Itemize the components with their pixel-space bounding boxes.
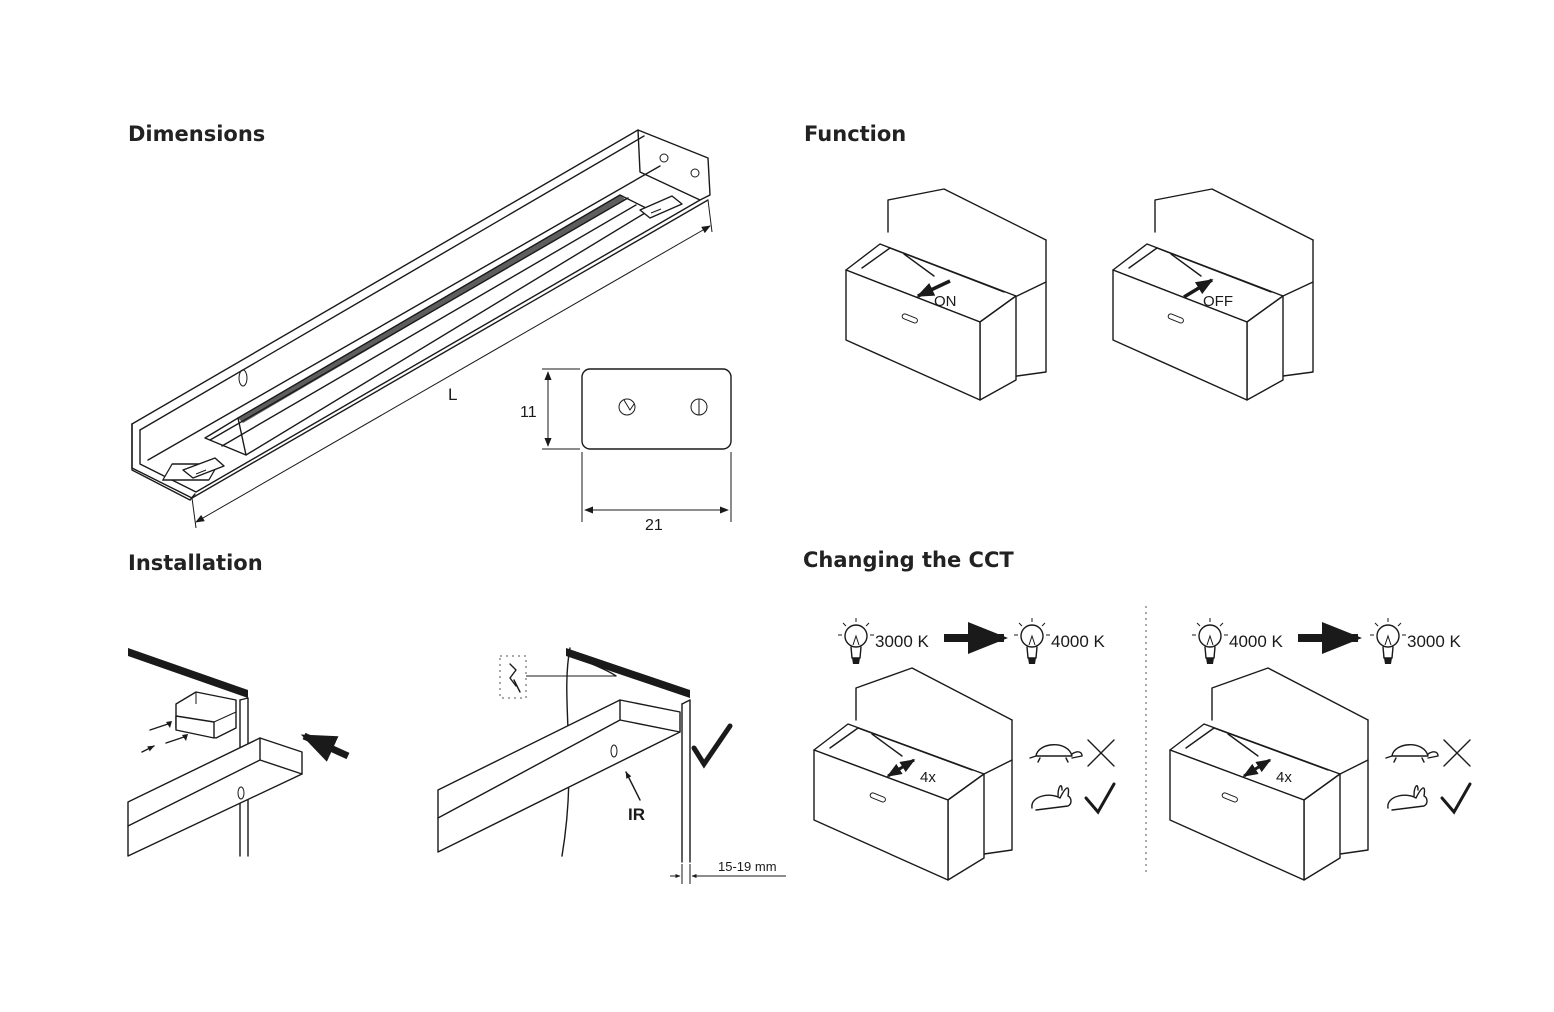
cross-section-profile <box>581 368 732 450</box>
drawer-on-illustration: ON <box>845 188 1047 401</box>
cct-right-count-label: 4x <box>1276 769 1292 786</box>
section-title-installation: Installation <box>128 551 263 575</box>
turtle-icon <box>1385 744 1439 763</box>
check-icon <box>1084 782 1116 815</box>
bulb-icon <box>1192 618 1228 664</box>
cct-left-from-label: 3000 K <box>875 632 930 651</box>
turtle-icon <box>1029 744 1083 763</box>
cross-icon <box>1443 739 1471 767</box>
drawer-cct-left-illustration: 4x <box>813 667 1013 881</box>
drawer-cct-right-illustration: 4x <box>1169 667 1369 881</box>
section-title-dimensions: Dimensions <box>128 122 266 146</box>
section-title-function: Function <box>804 122 907 146</box>
on-label: ON <box>934 293 957 310</box>
cct-left-count-label: 4x <box>920 769 936 786</box>
panel-thickness-label: 15-19 mm <box>718 859 777 874</box>
cross-icon <box>1087 739 1115 767</box>
length-dimension-line <box>195 225 711 523</box>
cct-right-panel: 4000 K 3000 K 4x <box>1169 618 1472 881</box>
cct-left-to-label: 4000 K <box>1051 632 1106 651</box>
section-title-cct: Changing the CCT <box>803 548 1014 572</box>
off-label: OFF <box>1203 293 1233 310</box>
rabbit-icon <box>1387 785 1428 811</box>
function-drawing: ON OFF <box>845 188 1314 401</box>
width-label: 21 <box>645 517 663 534</box>
bulb-icon <box>838 618 874 664</box>
drawer-off-illustration: OFF <box>1112 188 1314 401</box>
cct-right-to-label: 3000 K <box>1407 632 1462 651</box>
length-label: L <box>448 385 457 404</box>
installed-bar-illustration: IR 15-19 mm <box>437 647 786 884</box>
installation-drawing: IR 15-19 mm <box>127 647 786 884</box>
bulb-icon <box>1014 618 1050 664</box>
mounting-clip-illustration <box>127 648 350 857</box>
rabbit-icon <box>1031 785 1072 811</box>
cct-left-panel: 3000 K 4000 K 4x <box>813 618 1116 881</box>
height-label: 11 <box>520 404 537 421</box>
ir-sensor-label: IR <box>628 805 645 824</box>
check-icon <box>1440 782 1472 815</box>
cct-right-from-label: 4000 K <box>1229 632 1284 651</box>
dimensions-drawing: L 11 21 <box>131 129 732 534</box>
check-icon <box>691 723 733 769</box>
bulb-icon <box>1370 618 1406 664</box>
